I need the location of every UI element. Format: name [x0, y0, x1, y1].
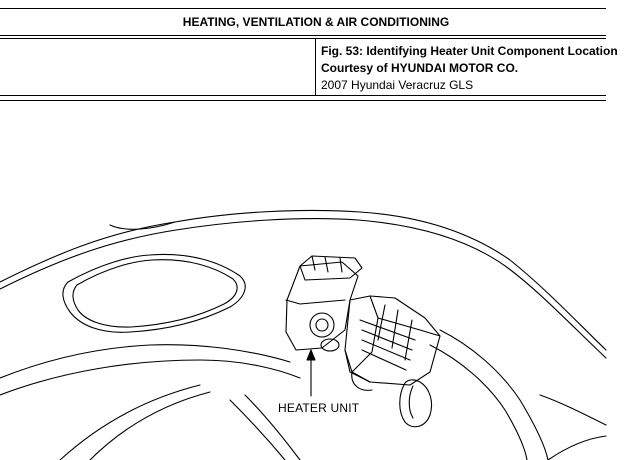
figure-info-cell: Fig. 53: Identifying Heater Unit Compone…	[321, 43, 618, 94]
figure-info-row: Fig. 53: Identifying Heater Unit Compone…	[0, 38, 618, 96]
figure-courtesy: Courtesy of HYUNDAI MOTOR CO.	[321, 60, 606, 77]
column-divider	[315, 39, 316, 95]
section-header: HEATING, VENTILATION & AIR CONDITIONING	[0, 8, 606, 36]
courtesy-company: HYUNDAI MOTOR CO.	[391, 61, 519, 75]
courtesy-prefix: Courtesy of	[321, 61, 392, 75]
section-title: HEATING, VENTILATION & AIR CONDITIONING	[182, 15, 450, 29]
heater-unit-illustration	[0, 209, 607, 460]
header-rule	[0, 100, 606, 101]
vehicle-model: 2007 Hyundai Veracruz GLS	[321, 78, 474, 92]
figure-caption: Fig. 53: Identifying Heater Unit Compone…	[321, 44, 618, 58]
heater-unit-label: HEATER UNIT	[277, 401, 361, 415]
